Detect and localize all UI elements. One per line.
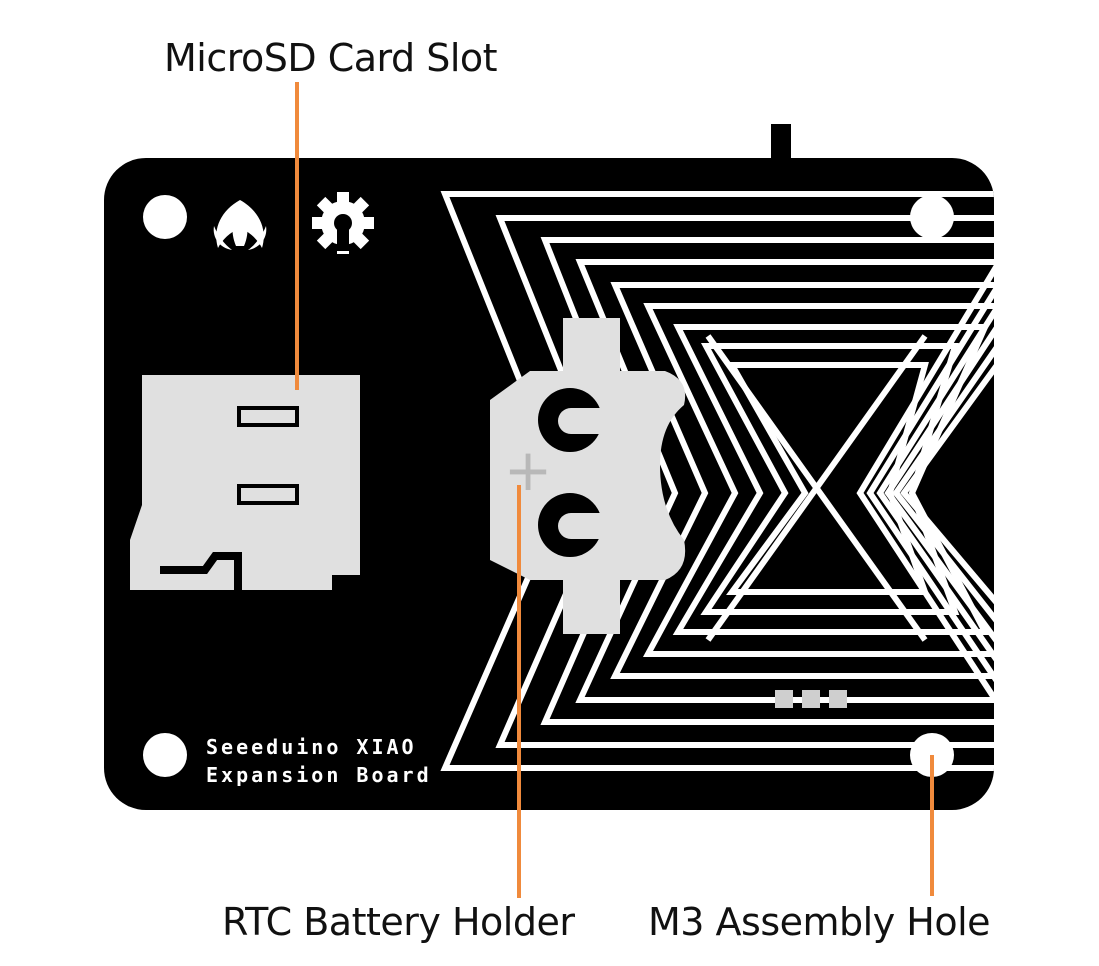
switch-lever [771,124,791,164]
callout-lines [295,82,934,898]
header-pads [775,690,847,708]
seeed-logo-icon [213,200,267,250]
silkscreen-line-1: Seeeduino XIAO [206,735,417,759]
open-source-hardware-gear-icon [312,192,374,254]
rtc-battery-holder-label: RTC Battery Holder [222,900,575,944]
rtc-battery-holder: + [490,318,686,634]
mounting-hole-top-left [143,195,187,239]
m3-assembly-hole-label: M3 Assembly Hole [648,900,991,944]
microsd-card-slot-label: MicroSD Card Slot [164,36,498,80]
battery-polarity-plus: + [504,436,553,504]
mounting-hole-top-right [910,195,954,239]
silkscreen-line-2: Expansion Board [206,763,432,787]
mounting-hole-bottom-left [143,733,187,777]
microsd-card-slot [130,375,360,590]
